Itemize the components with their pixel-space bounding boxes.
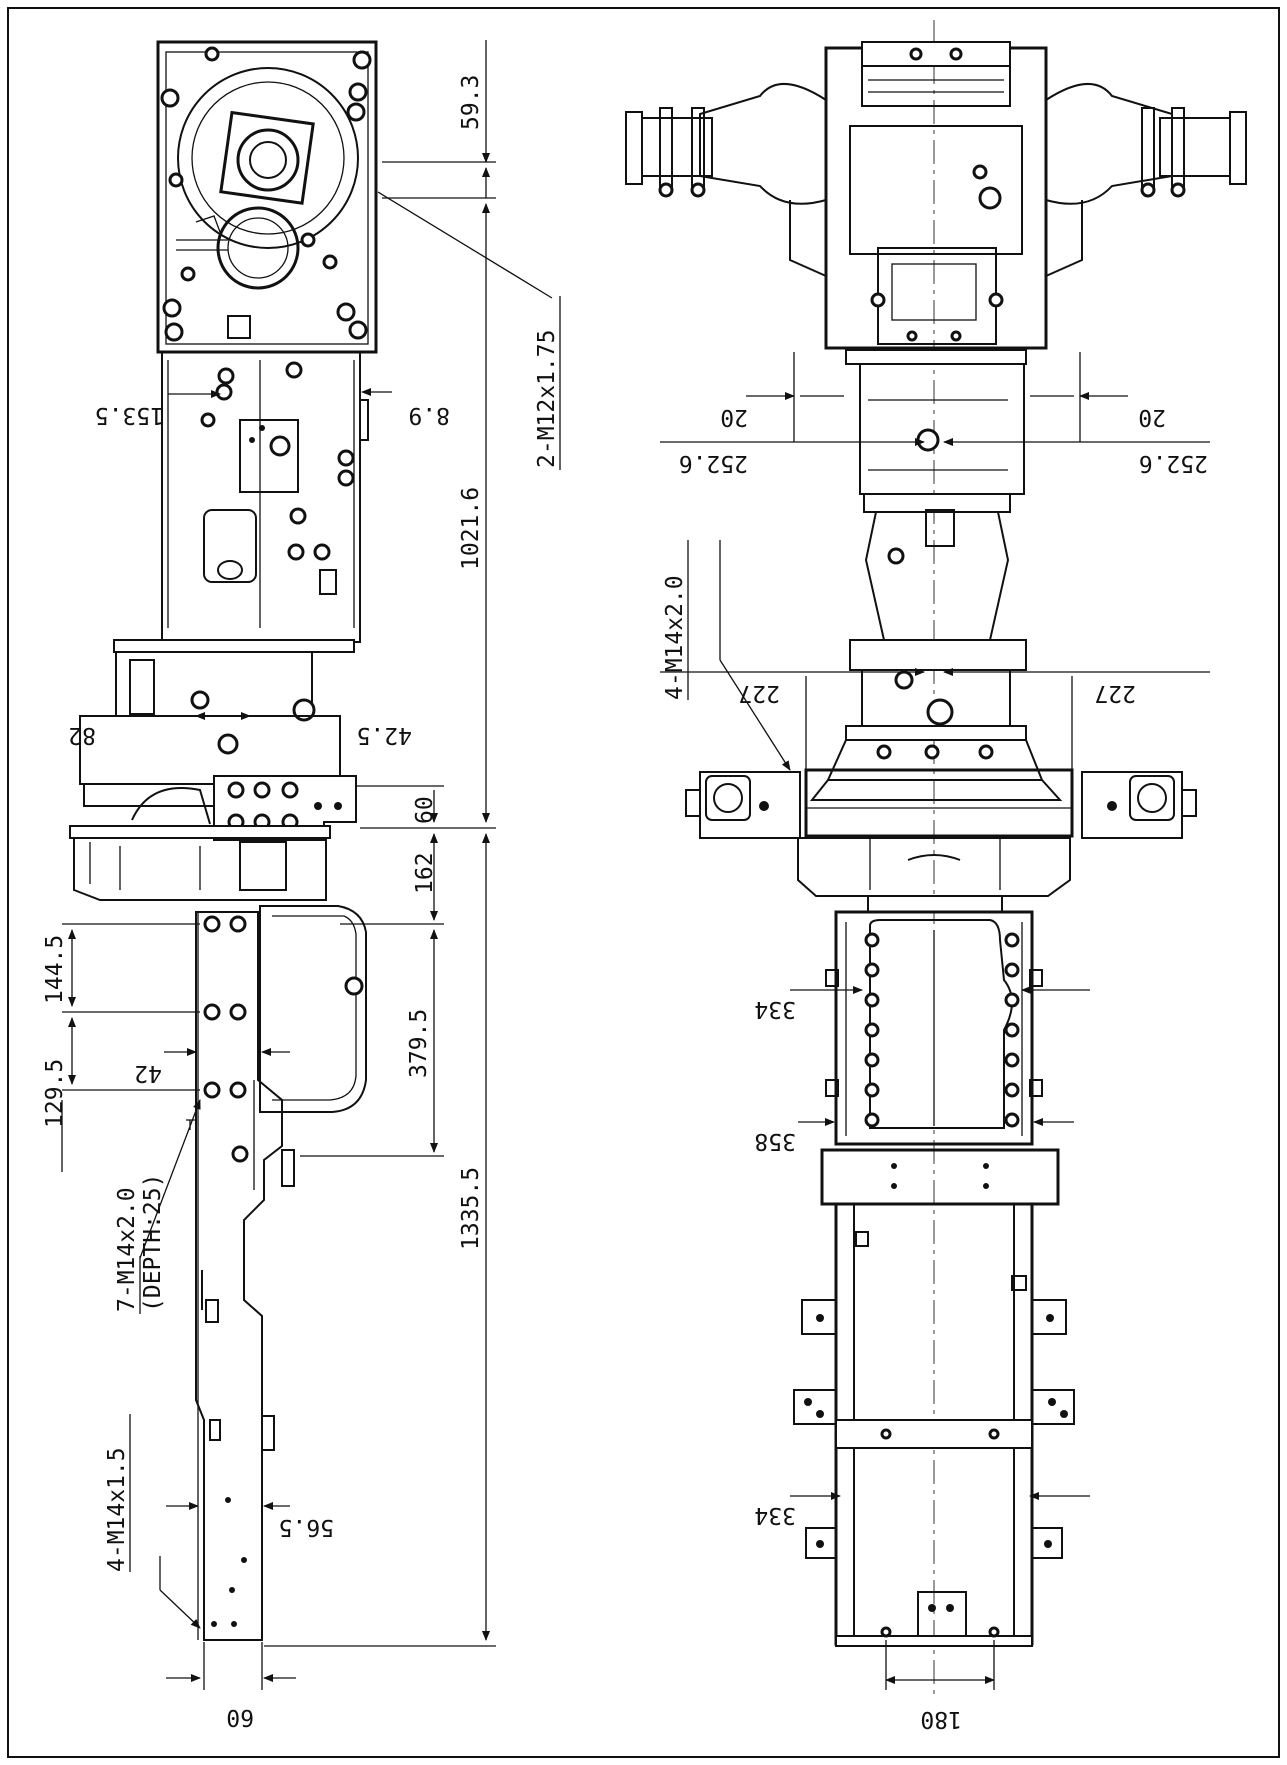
left-lower-column: [186, 911, 295, 1641]
dim-60-bottom: 60: [226, 1704, 254, 1730]
dim-252-6-right: 252.6: [1139, 450, 1208, 476]
dim-60-right: 60: [412, 796, 438, 824]
dim-1021-6: 1021.6: [458, 487, 484, 570]
dim-144-5: 144.5: [42, 935, 68, 1004]
callout-4-m14x2-0: 4-M14x2.0: [662, 575, 688, 700]
dim-8-9: 8.9: [408, 402, 450, 428]
left-top-housing: [156, 40, 378, 354]
callout-depth-25: (DEPTH:25): [140, 1174, 166, 1312]
dim-334-bottom: 334: [754, 1502, 796, 1528]
left-view-dimensions: [62, 40, 553, 1690]
dim-227-left: 227: [738, 680, 780, 706]
dim-252-6-left: 252.6: [679, 450, 748, 476]
dim-162: 162: [412, 852, 438, 894]
right-neck-block: [845, 349, 1027, 671]
drawing-frame: [7, 7, 1280, 1758]
right-top-housing: [625, 41, 1247, 350]
dim-82: 82: [68, 722, 96, 748]
right-view-front-elevation: 20 20 252.6 252.6 227 227 334 358 334 18…: [625, 20, 1247, 1732]
right-view-dimensions: [660, 352, 1210, 1690]
dim-129-5: 129.5: [42, 1059, 68, 1128]
dim-42-5: 42.5: [357, 722, 412, 748]
dim-153-5: 153.5: [95, 402, 164, 428]
callout-2-m12x1-75: 2-M12x1.75: [534, 330, 560, 468]
dim-227-right: 227: [1094, 680, 1136, 706]
left-view-side-elevation: 59.3 1021.6 153.5 8.9 82 42.5 60 162 144…: [42, 40, 561, 1730]
callout-7-m14x2-0: 7-M14x2.0: [114, 1187, 140, 1312]
dim-59-3: 59.3: [458, 75, 484, 130]
dim-358: 358: [754, 1128, 796, 1154]
dim-56-5: 56.5: [279, 1514, 334, 1540]
left-upper-body: [161, 351, 369, 643]
left-side-box: [259, 905, 367, 1113]
dim-180: 180: [920, 1706, 962, 1732]
dim-1335-5: 1335.5: [458, 1167, 484, 1250]
right-mid-flange: [685, 669, 1197, 839]
dim-334-top: 334: [754, 996, 796, 1022]
left-base-bowl: [69, 787, 331, 901]
callout-4-m14x1-5: 4-M14x1.5: [104, 1447, 130, 1572]
dim-20-left: 20: [720, 404, 748, 430]
right-lower-frame: [793, 910, 1075, 1647]
dim-42: 42: [134, 1060, 162, 1086]
dim-379-5: 379.5: [406, 1009, 432, 1078]
dim-20-right: 20: [1138, 404, 1166, 430]
